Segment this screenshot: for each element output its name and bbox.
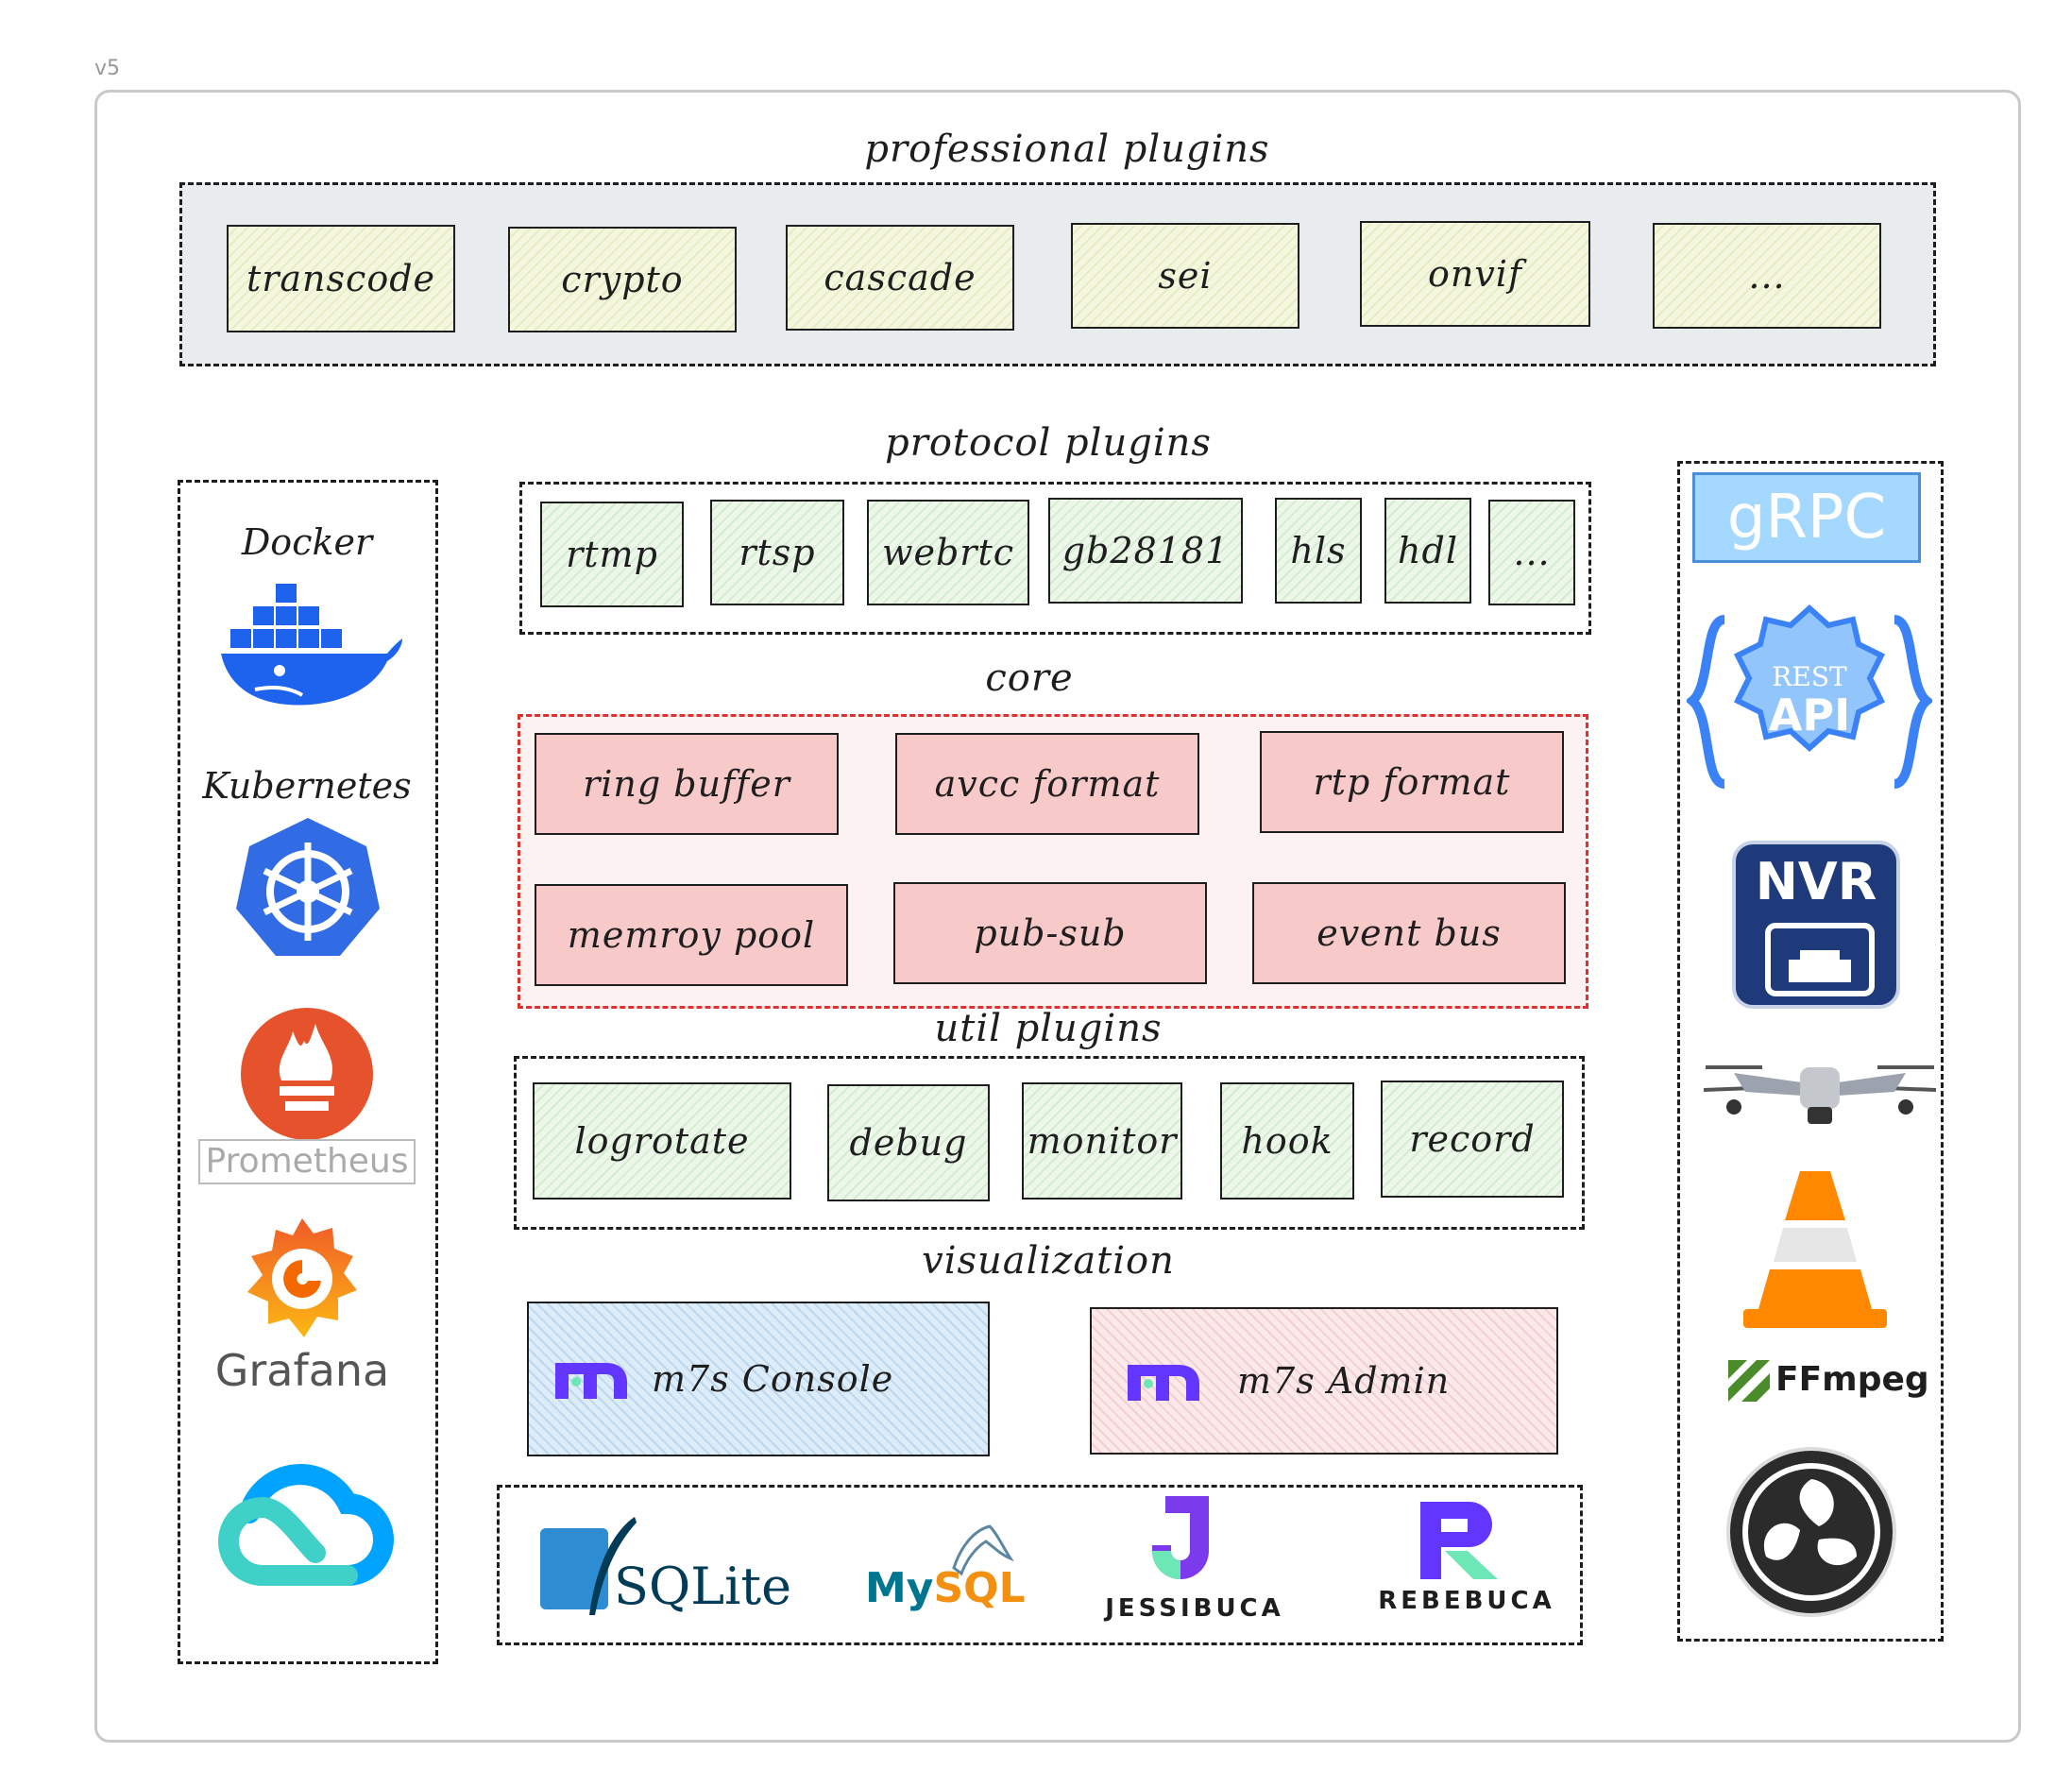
m7s-admin-label: m7s Admin <box>1237 1360 1451 1402</box>
vlc-icon <box>1743 1171 1887 1328</box>
obs-icon <box>1726 1447 1896 1617</box>
storage-players-group <box>497 1485 1583 1645</box>
ffmpeg-icon <box>1728 1360 1770 1402</box>
util-hook: hook <box>1220 1082 1354 1200</box>
util-plugins-group <box>514 1056 1585 1230</box>
deployment-group <box>178 480 438 1664</box>
grafana-icon <box>247 1218 357 1337</box>
protocol-webrtc: webrtc <box>867 500 1029 605</box>
drone-icon <box>1703 1065 1937 1124</box>
professional-plugins-title: professional plugins <box>864 128 1270 171</box>
prometheus-icon <box>241 1008 373 1140</box>
nvr-badge: NVR <box>1732 841 1900 1009</box>
sqlite-icon <box>540 1517 637 1615</box>
m7s-admin-card: m7s Admin <box>1090 1307 1558 1455</box>
m7s-logo-icon <box>1128 1365 1199 1401</box>
protocol-hdl: hdl <box>1384 498 1471 604</box>
rest-label: REST <box>1772 661 1847 692</box>
plugin-cascade: cascade <box>786 225 1014 331</box>
grafana-label: Grafana <box>214 1345 390 1396</box>
util-debug: debug <box>827 1084 990 1201</box>
protocol-plugins-group <box>519 482 1591 635</box>
util-monitor: monitor <box>1022 1082 1182 1200</box>
jessibuca-label: JESSIBUCA <box>1105 1594 1284 1623</box>
protocol-more: ... <box>1488 500 1575 605</box>
rest-api-icon <box>1687 604 1932 789</box>
protocol-rtsp: rtsp <box>710 500 844 605</box>
plugin-crypto: crypto <box>508 227 737 332</box>
visualization-title: visualization <box>922 1239 1175 1283</box>
core-memroy-pool: memroy pool <box>535 884 848 986</box>
ffmpeg-label: FFmpeg <box>1775 1360 1929 1399</box>
m7s-console-label: m7s Console <box>652 1358 894 1400</box>
professional-plugins-group <box>179 182 1936 366</box>
plugin-transcode: transcode <box>227 225 455 332</box>
grpc-label: gRPC <box>1726 483 1887 553</box>
jessibuca-icon <box>1152 1496 1209 1579</box>
mysql-label: MySQL <box>865 1564 1026 1612</box>
core-event-bus: event bus <box>1252 882 1566 984</box>
m7s-console-card: m7s Console <box>527 1302 990 1456</box>
tencent-cloud-icon <box>218 1464 394 1586</box>
plugin-sei: sei <box>1071 223 1299 329</box>
protocol-gb28181: gb28181 <box>1048 498 1243 604</box>
rebebuca-icon <box>1420 1502 1498 1579</box>
m7s-logo-icon <box>555 1363 627 1399</box>
network-port-icon <box>1765 923 1875 996</box>
util-plugins-title: util plugins <box>934 1007 1163 1050</box>
grpc-badge: gRPC <box>1692 472 1921 563</box>
docker-icon <box>221 584 402 706</box>
core-rtp-format: rtp format <box>1260 731 1564 833</box>
rebebuca-label: REBEBUCA <box>1378 1587 1555 1615</box>
nvr-label: NVR <box>1755 852 1877 911</box>
core-pub-sub: pub-sub <box>893 882 1207 984</box>
plugin-more: ... <box>1653 223 1881 329</box>
protocol-hls: hls <box>1275 498 1362 604</box>
prometheus-label: Prometheus <box>198 1139 416 1184</box>
kubernetes-label: Kubernetes <box>202 765 412 807</box>
integrations-group <box>1677 461 1944 1642</box>
version-label: v5 <box>94 57 121 80</box>
sqlite-label: SQLite <box>614 1557 792 1616</box>
docker-label: Docker <box>241 521 373 563</box>
protocol-plugins-title: protocol plugins <box>885 421 1212 465</box>
api-label: API <box>1768 689 1851 740</box>
core-ring-buffer: ring buffer <box>535 733 839 835</box>
util-record: record <box>1381 1081 1564 1198</box>
kubernetes-icon <box>236 818 380 956</box>
core-avcc-format: avcc format <box>895 733 1199 835</box>
util-logrotate: logrotate <box>533 1082 791 1200</box>
mysql-dolphin-icon <box>952 1524 1014 1576</box>
core-title: core <box>985 656 1074 700</box>
mysql-text: SQL <box>933 1564 1026 1612</box>
plugin-onvif: onvif <box>1360 221 1590 327</box>
protocol-rtmp: rtmp <box>540 502 684 607</box>
